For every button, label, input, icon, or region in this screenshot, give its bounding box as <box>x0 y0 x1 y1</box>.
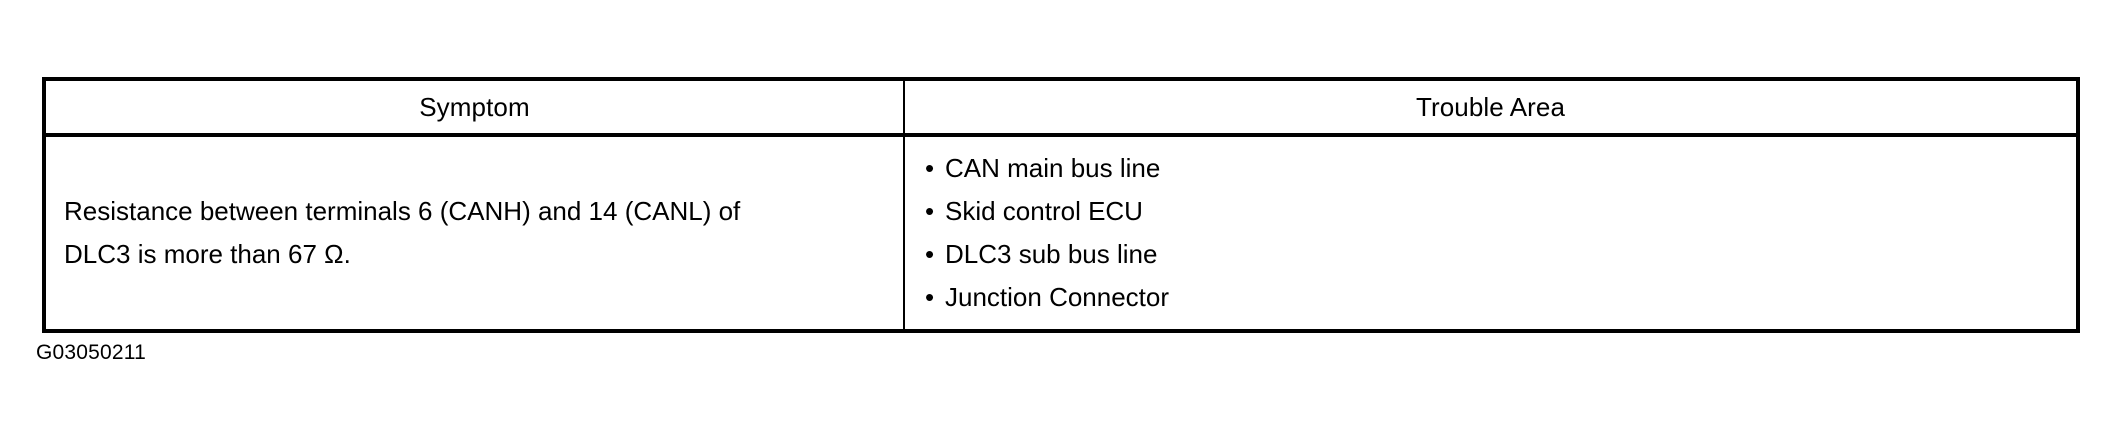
table-body: Resistance between terminals 6 (CANH) an… <box>42 134 2080 333</box>
table-header-row: Symptom Trouble Area <box>42 77 2080 137</box>
trouble-area-list: CAN main bus line Skid control ECU DLC3 … <box>905 137 2076 329</box>
table-row: Resistance between terminals 6 (CANH) an… <box>42 134 2080 333</box>
symptom-line: DLC3 is more than 67 Ω. <box>64 239 351 269</box>
figure-caption: G03050211 <box>36 341 147 364</box>
symptom-line: Resistance between terminals 6 (CANH) an… <box>64 196 741 226</box>
diagnostic-table: Symptom Trouble Area Resistance between … <box>42 77 2080 333</box>
column-header-trouble-area: Trouble Area <box>903 77 2080 137</box>
cell-trouble-area: CAN main bus line Skid control ECU DLC3 … <box>903 134 2080 333</box>
list-item: Skid control ECU <box>923 190 2076 233</box>
table-header: Symptom Trouble Area <box>42 77 2080 137</box>
symptom-text: Resistance between terminals 6 (CANH) an… <box>46 190 903 276</box>
cell-symptom: Resistance between terminals 6 (CANH) an… <box>42 134 905 333</box>
list-item: Junction Connector <box>923 276 2076 319</box>
list-item: DLC3 sub bus line <box>923 233 2076 276</box>
column-header-symptom: Symptom <box>42 77 905 137</box>
list-item: CAN main bus line <box>923 147 2076 190</box>
